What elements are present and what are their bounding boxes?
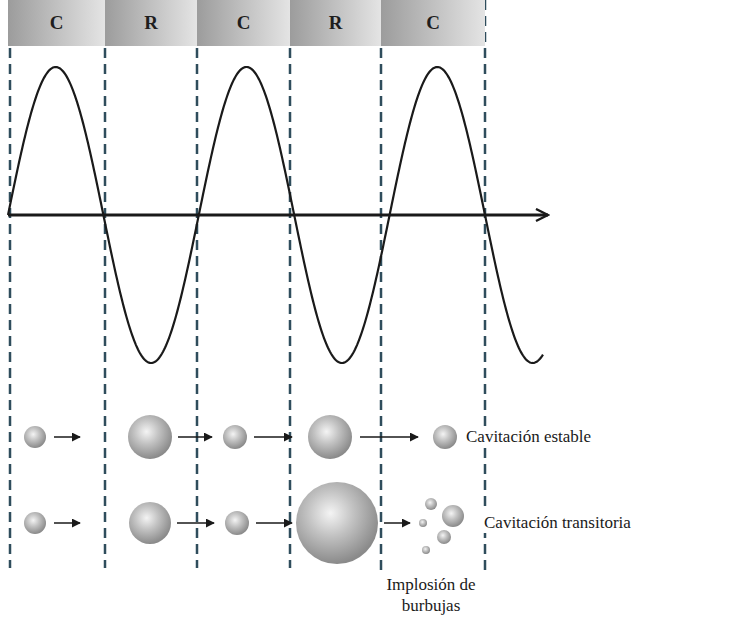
bubble-fragment	[419, 519, 427, 527]
bubble-fragment	[442, 505, 464, 527]
bubble	[24, 512, 46, 534]
divider-line	[289, 0, 292, 568]
bubble-arrow	[178, 436, 212, 438]
divider-line	[380, 0, 383, 572]
bubble-fragment	[425, 498, 437, 510]
transient-row	[24, 482, 464, 564]
stable-row	[24, 415, 457, 459]
bubble-fragment	[422, 546, 430, 554]
bubble	[223, 425, 247, 449]
bubble	[129, 502, 171, 544]
bubble	[308, 415, 352, 459]
bubble-arrow	[384, 522, 410, 524]
phase-letter: R	[329, 12, 343, 34]
phase-letter: C	[426, 12, 440, 34]
time-axis	[8, 214, 548, 217]
bubble	[433, 425, 457, 449]
annotation-label: Cavitación transitoria	[482, 512, 633, 533]
bubble-arrow	[54, 436, 80, 438]
phase-band: C	[197, 0, 290, 46]
phase-band: C	[8, 0, 105, 46]
bubble-arrow	[360, 436, 418, 438]
bubble	[128, 415, 172, 459]
bubble-arrow	[177, 522, 214, 524]
phase-band: R	[290, 0, 381, 46]
bubble-fragment	[437, 530, 451, 544]
phase-band: R	[105, 0, 197, 46]
bubble-arrow	[54, 522, 80, 524]
phase-letter: R	[144, 12, 158, 34]
bubble-arrow	[254, 436, 292, 438]
phase-letter: C	[50, 12, 64, 34]
phase-band: C	[381, 0, 485, 46]
annotation-label: Implosión de burbujas	[370, 574, 492, 617]
bubble-arrow	[256, 522, 292, 524]
divider-line	[484, 0, 487, 572]
divider-line	[196, 0, 199, 568]
annotation-label: Cavitación estable	[464, 426, 593, 447]
pressure-wave	[8, 67, 543, 363]
phase-dividers	[10, 0, 485, 572]
phase-letter: C	[237, 12, 251, 34]
divider-line	[9, 0, 12, 568]
bubble	[24, 426, 46, 448]
divider-line	[104, 0, 107, 568]
bubble	[225, 511, 249, 535]
bubble	[296, 482, 378, 564]
